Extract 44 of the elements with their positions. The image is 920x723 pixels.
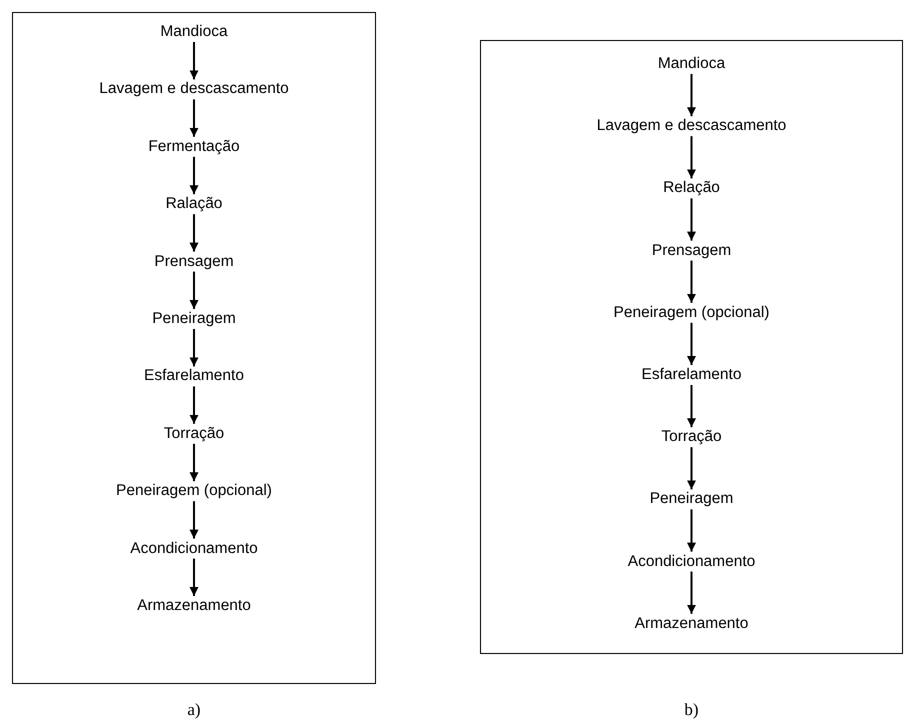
process-step-text: Peneiragem: [152, 310, 236, 328]
arrow: [190, 501, 198, 539]
arrow: [190, 558, 198, 596]
panel-caption: a): [187, 700, 201, 720]
panel-frame: [12, 12, 376, 684]
arrow: [190, 156, 198, 194]
arrow: [687, 447, 696, 490]
process-step-text: Torração: [164, 424, 224, 443]
process-step-text: Esfarelamento: [144, 367, 244, 386]
process-step-text: Acondicionamento: [628, 552, 756, 571]
panel-frame: [480, 40, 903, 654]
process-step-text: Acondicionamento: [130, 540, 258, 558]
process-step-text: Torração: [661, 428, 722, 446]
process-step-text: Fermentação: [148, 138, 240, 156]
arrow: [190, 272, 198, 309]
arrow: [687, 74, 696, 116]
process-step-text: Esfarelamento: [642, 366, 742, 384]
process-step-text: Relação: [663, 179, 720, 198]
process-step-text: Prensagem: [652, 242, 732, 260]
process-step-text: Mandioca: [160, 23, 228, 41]
arrow: [687, 572, 696, 614]
process-step-text: Lavagem e descascamento: [596, 117, 786, 136]
process-step-text: Lavagem e descascamento: [99, 80, 289, 98]
arrow: [687, 385, 696, 428]
arrow: [687, 260, 696, 303]
process-step-text: Prensagem: [154, 252, 234, 271]
arrow: [190, 42, 198, 80]
process-step-text: Mandioca: [658, 55, 726, 73]
arrow: [190, 214, 198, 252]
arrow: [190, 99, 198, 137]
arrow: [687, 322, 696, 365]
arrow: [687, 136, 696, 178]
arrow: [190, 386, 198, 424]
process-step-text: Peneiragem (opcional): [116, 482, 272, 500]
process-step-text: Peneiragem (opcional): [614, 304, 770, 322]
process-step-text: Armazenamento: [137, 597, 251, 615]
panel-caption: b): [684, 700, 699, 720]
process-step-text: Peneiragem: [650, 490, 734, 508]
process-step-text: Armazenamento: [634, 614, 748, 633]
process-step-text: Ralação: [166, 195, 222, 214]
arrow: [190, 444, 198, 482]
arrow: [687, 198, 696, 241]
arrow: [190, 329, 198, 366]
arrow: [687, 509, 696, 552]
